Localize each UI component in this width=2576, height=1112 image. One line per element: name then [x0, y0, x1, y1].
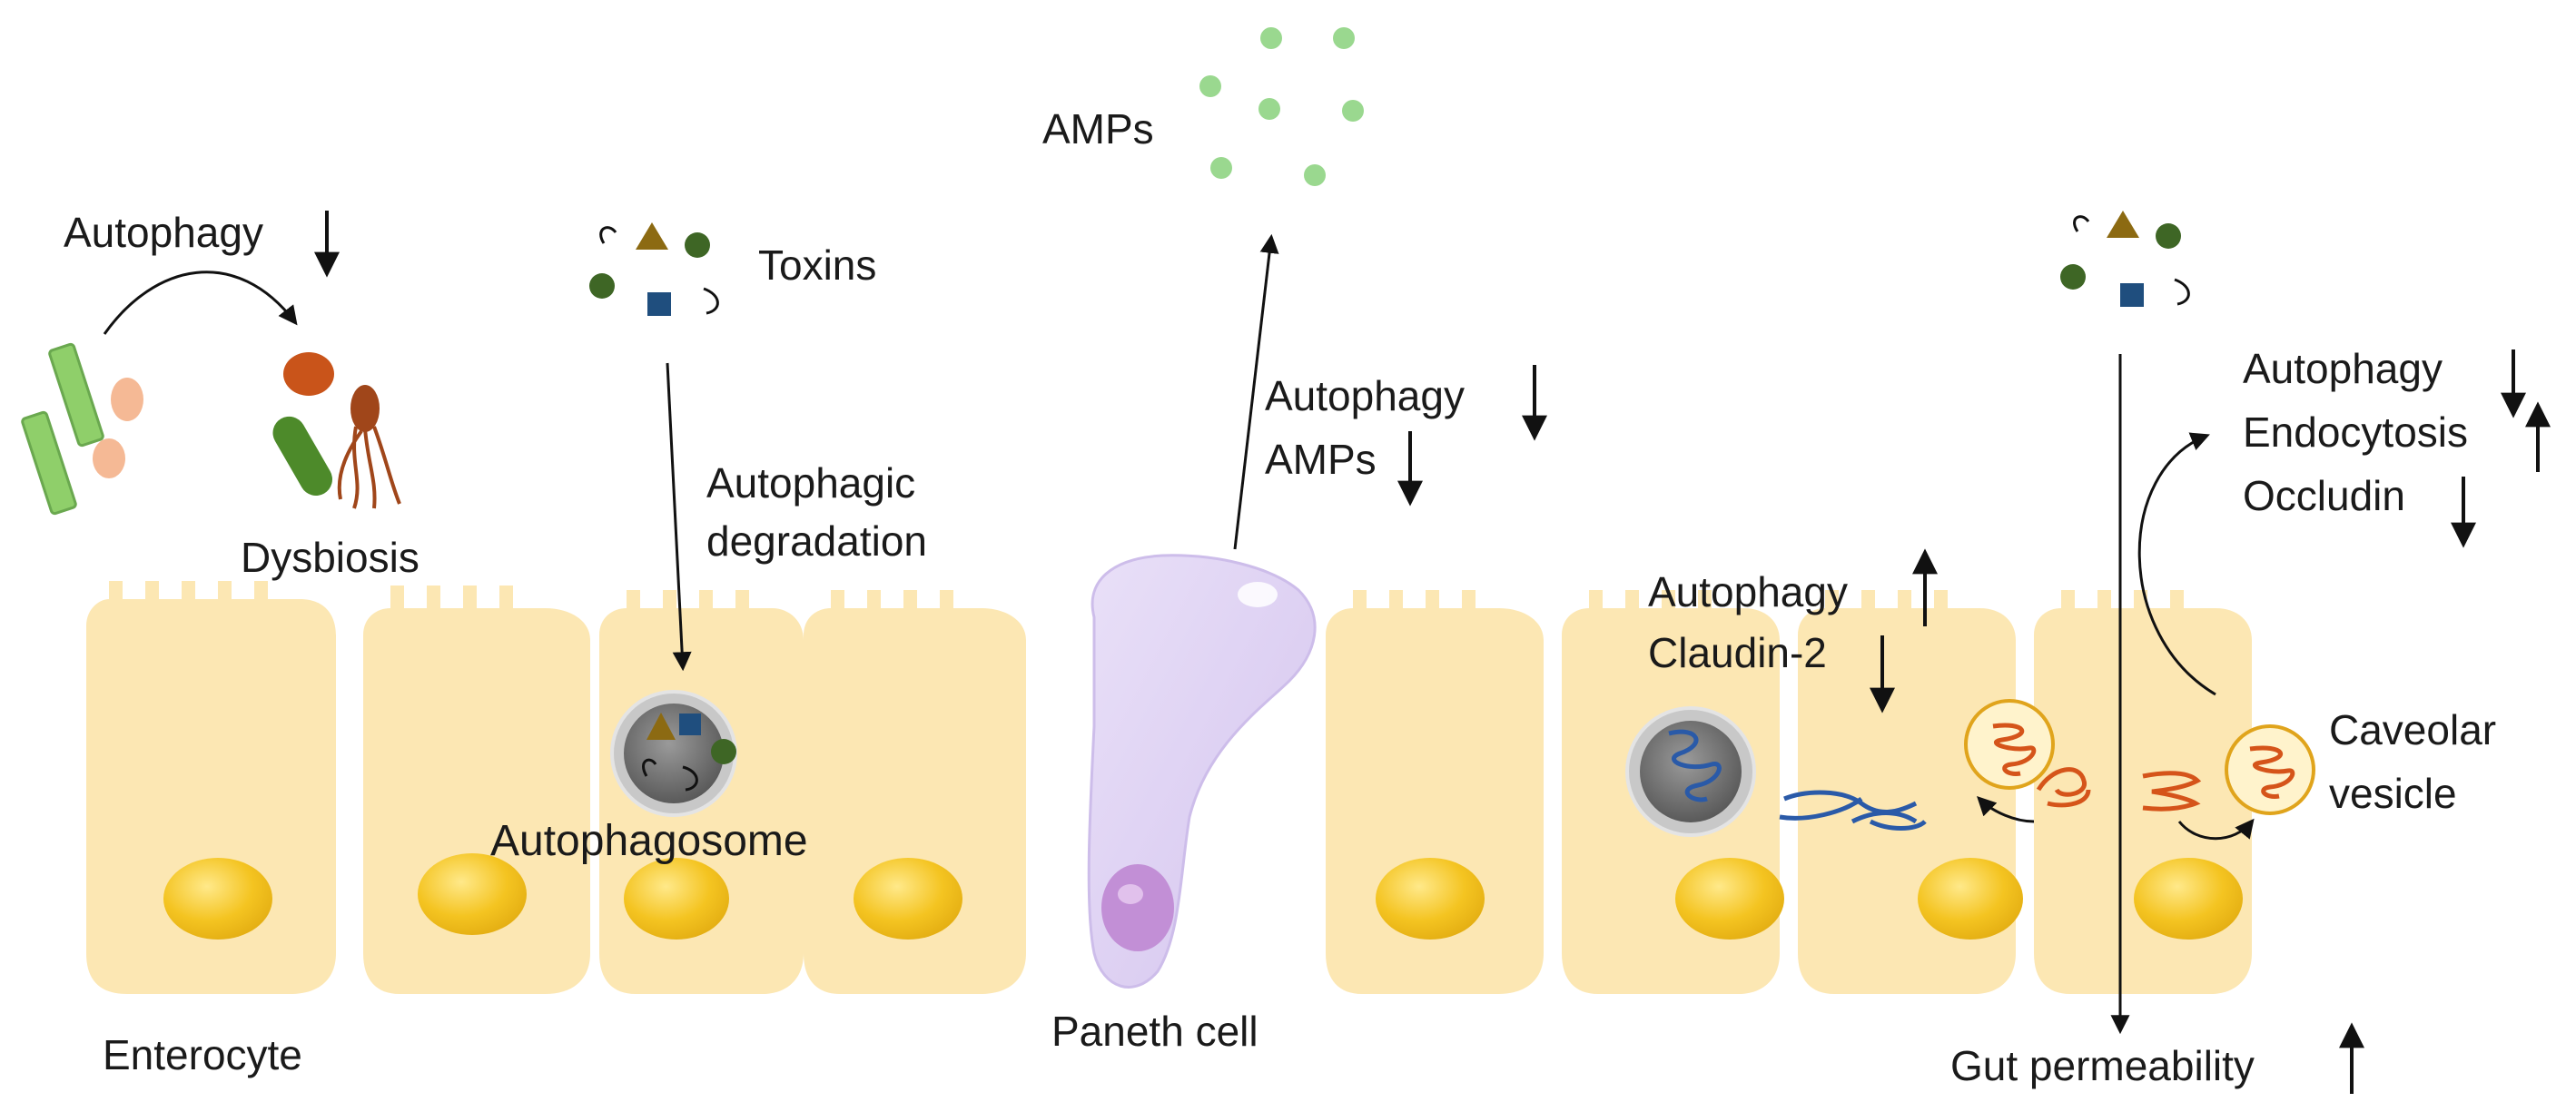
nucleus — [854, 858, 962, 940]
tight-junction-red-icon — [2036, 767, 2091, 808]
dysbiosis-group: Autophagy Dysbiosis — [21, 209, 419, 581]
paneth-nucleus — [1101, 864, 1174, 951]
autophagosome-label: Autophagosome — [490, 817, 808, 865]
nucleus — [163, 858, 272, 940]
occludin-junction-icon — [2142, 771, 2202, 812]
caveolar-vesicle-right-icon — [2225, 724, 2315, 815]
amps-dots-icon — [1199, 27, 1364, 186]
amps-paneth-label: AMPs — [1265, 436, 1377, 483]
caveolar-label: Caveolar — [2329, 706, 2496, 753]
autophagic-label: Autophagic — [706, 459, 915, 507]
endocytosis-arrow-icon — [1977, 796, 2035, 823]
paneth-cell — [1087, 554, 1317, 989]
enterocyte-cell-4 — [804, 590, 1026, 994]
nucleus — [1376, 858, 1485, 940]
tight-junction-blue-icon — [1779, 790, 1927, 831]
secretion-arrow-icon — [1233, 233, 1279, 550]
amps-group: AMPs Autophagy AMPs — [1042, 27, 1547, 550]
autophagosome-claudin-icon — [1625, 706, 1756, 837]
occludin-label: Occludin — [2243, 472, 2405, 519]
nucleus — [1918, 858, 2023, 940]
toxins-label: Toxins — [758, 241, 876, 289]
caveolar-vesicle-left-icon — [1964, 699, 2055, 790]
curved-arrow-icon — [2137, 432, 2216, 696]
enterocyte-cell-1 — [86, 581, 336, 994]
curved-arrow-icon — [103, 271, 298, 335]
autophagy-claudin-label: Autophagy — [1648, 568, 1848, 615]
toxins-right-icon — [2060, 211, 2190, 307]
toxins-group: Toxins Autophagic degradation Autophagos… — [490, 222, 927, 865]
autophagosome-icon — [610, 690, 737, 817]
endocytosis-label: Endocytosis — [2243, 408, 2468, 456]
dysbiosis-label: Dysbiosis — [241, 534, 419, 581]
toxins-icon — [589, 222, 719, 316]
vesicle-label: vesicle — [2329, 770, 2457, 817]
nucleus — [624, 858, 729, 940]
degradation-arrow-icon — [666, 362, 692, 672]
nucleus — [1675, 858, 1784, 940]
autophagy-paneth-label: Autophagy — [1265, 372, 1465, 419]
gut-permeability-label: Gut permeability — [1950, 1042, 2255, 1089]
endocytosis-arrow-icon — [2177, 818, 2255, 841]
paneth-cell-label: Paneth cell — [1051, 1008, 1258, 1055]
enterocyte-cell-7 — [1798, 590, 2023, 994]
enterocyte-cell-8 — [2034, 590, 2252, 994]
degradation-label: degradation — [706, 517, 927, 565]
enterocyte-label: Enterocyte — [103, 1031, 302, 1078]
epithelium — [86, 554, 2252, 994]
amps-top-label: AMPs — [1042, 105, 1154, 153]
claudin-group: Autophagy Claudin-2 — [1625, 548, 2091, 837]
autophagy-right-label: Autophagy — [2243, 345, 2443, 392]
enterocyte-cell-2 — [363, 586, 590, 994]
occludin-group: Autophagy Endocytosis Occludin Caveolar … — [2060, 211, 2551, 1035]
nucleus — [2134, 858, 2243, 940]
healthy-bacteria-icon — [21, 342, 143, 516]
dysbiotic-bacteria-icon — [272, 352, 401, 509]
autophagy-label-dysbiosis: Autophagy — [64, 209, 263, 256]
claudin2-label: Claudin-2 — [1648, 629, 1827, 676]
nucleus — [418, 853, 527, 935]
enterocyte-cell-5 — [1326, 590, 1544, 994]
